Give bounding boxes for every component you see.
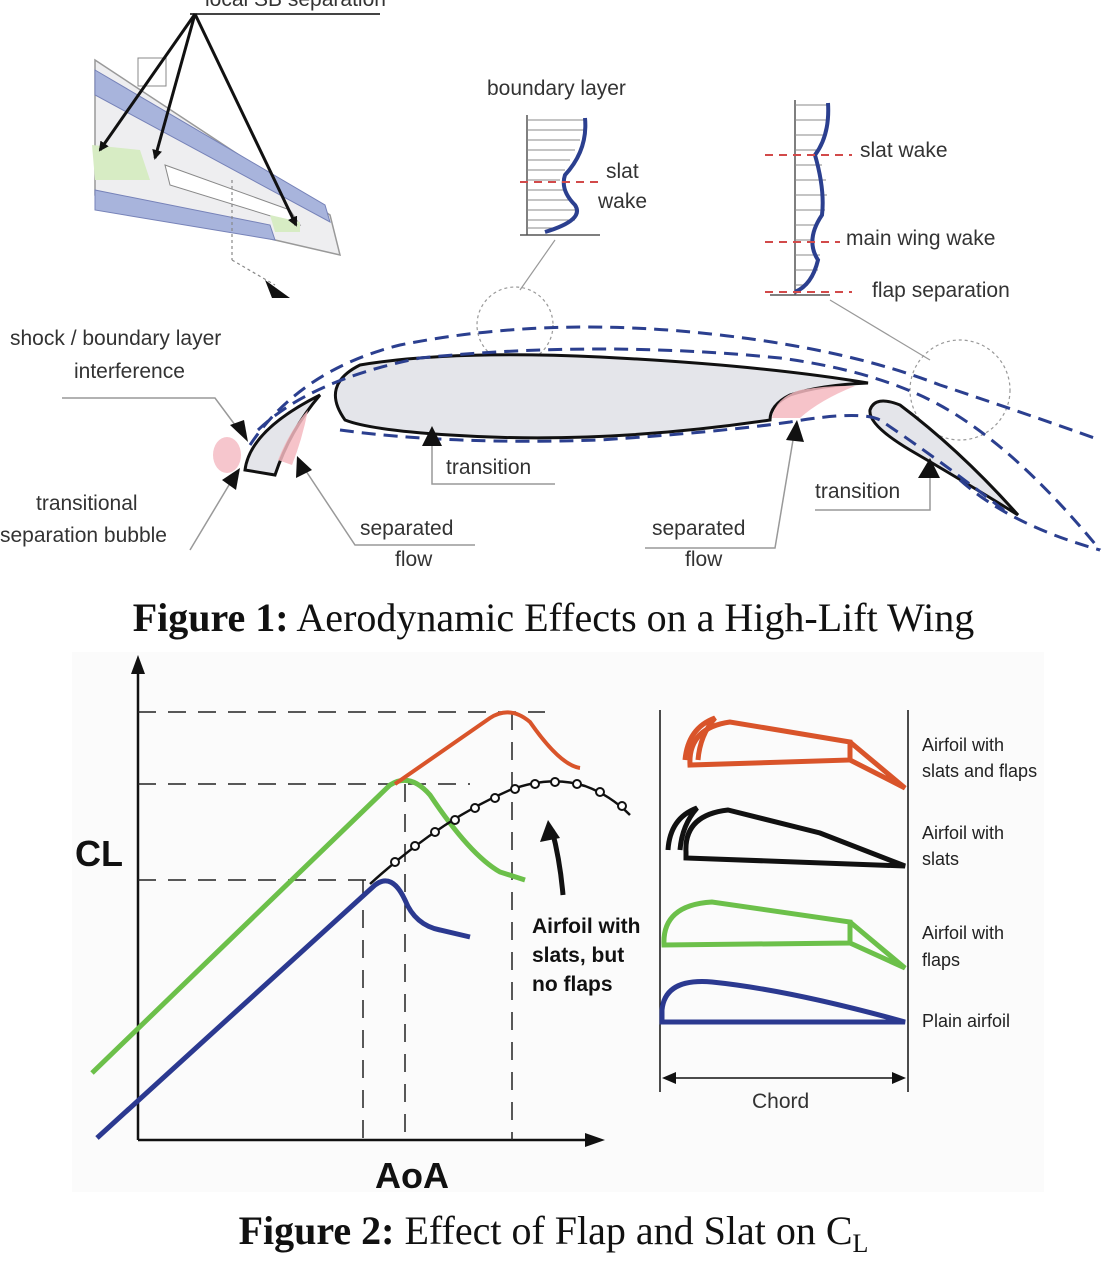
high-lift-airfoil <box>213 353 1020 517</box>
legend-airfoil-plain <box>659 979 906 1025</box>
label-transition-main: transition <box>446 456 531 479</box>
legend-label-slats-flaps-2: slats and flaps <box>922 761 1037 781</box>
legend-label-plain: Plain airfoil <box>922 1011 1010 1031</box>
annotation-arrowhead <box>540 820 560 842</box>
label-flap-separation: flap separation <box>872 279 1010 302</box>
slat-separation-region <box>213 437 241 473</box>
legend-airfoil-slats-flaps <box>682 715 907 791</box>
label-interference: interference <box>74 360 185 383</box>
callout-separated-flow-right: separated flow <box>645 420 804 571</box>
label-wake: wake <box>597 190 647 213</box>
label-shock-boundary: shock / boundary layer <box>10 327 221 350</box>
slat-cove-separation <box>278 410 308 465</box>
label-boundary-layer: boundary layer <box>487 77 626 100</box>
legend-label-slats-1: Airfoil with <box>922 823 1004 843</box>
chord-label: Chord <box>752 1090 809 1113</box>
callout-transitional-bubble: transitional separation bubble <box>0 468 240 551</box>
label-separated-left: separated <box>360 517 453 540</box>
x-axis-label: AoA <box>375 1155 449 1196</box>
figure2-caption-subscript: L <box>852 1229 869 1258</box>
flap-element <box>868 399 1020 517</box>
label-local-sb-separation: local SB separation <box>205 0 386 11</box>
legend-label-flaps-2: flaps <box>922 950 960 970</box>
legend-label-flaps-1: Airfoil with <box>922 923 1004 943</box>
main-wing-cove-separation <box>772 385 855 418</box>
label-main-wing-wake: main wing wake <box>846 227 995 250</box>
figure1-caption-bold: Figure 1: <box>132 595 289 640</box>
legend-airfoil-slats <box>665 805 906 869</box>
figure2-caption-bold: Figure 2: <box>238 1208 395 1253</box>
legend-panel: Airfoil with slats and flaps Airfoil wit… <box>659 710 1037 1113</box>
boundary-layer-profile-slat: boundary layer slat wake <box>476 77 647 364</box>
figure1-caption-text: Aerodynamic Effects on a High-Lift Wing <box>296 595 975 640</box>
label-transitional: transitional <box>36 492 138 515</box>
curve-plain-airfoil <box>95 878 471 1140</box>
cl-axis-arrowhead <box>131 655 145 674</box>
legend-airfoil-flaps <box>661 899 907 971</box>
flow-streamlines <box>248 325 1102 552</box>
annotation-line-2: slats, but <box>532 944 624 967</box>
separation-pointer-arrows <box>98 13 298 298</box>
legend-label-slats-flaps-1: Airfoil with <box>922 735 1004 755</box>
wing-planform-sketch <box>92 57 342 286</box>
annotation-line-1: Airfoil with <box>532 915 641 938</box>
callout-transition-flap: transition <box>815 458 940 511</box>
label-separation-bubble: separation bubble <box>0 524 167 547</box>
label-slat-wake: slat wake <box>860 139 948 162</box>
label-slat: slat <box>606 160 639 183</box>
aoa-axis-arrowhead <box>585 1133 605 1147</box>
figure1: local SB separation boundary layer <box>0 0 1102 571</box>
annotation-line-3: no flaps <box>532 973 613 996</box>
callout-separated-flow-left: separated flow <box>296 456 475 571</box>
figure2: CL AoA Airfoil with slats, but no flaps <box>72 652 1044 1196</box>
y-axis-label: CL <box>75 833 123 874</box>
legend-label-slats-2: slats <box>922 849 959 869</box>
figure2-caption-text: Effect of Flap and Slat on C <box>404 1208 853 1253</box>
label-transition-flap: transition <box>815 480 900 503</box>
label-separated-right: separated <box>652 517 745 540</box>
figure1-caption: Figure 1: Aerodynamic Effects on a High-… <box>0 594 1107 641</box>
figure2-caption: Figure 2: Effect of Flap and Slat on CL <box>0 1207 1107 1259</box>
label-flow-right: flow <box>685 548 723 571</box>
callout-transition-main: transition <box>422 426 555 485</box>
callout-shock: shock / boundary layer interference <box>10 327 248 442</box>
curve-slats-and-flaps <box>393 710 581 786</box>
label-flow-left: flow <box>395 548 433 571</box>
boundary-layer-profile-flap: slat wake main wing wake flap separation <box>765 100 1011 441</box>
curve-slats-only-markers <box>390 777 627 867</box>
